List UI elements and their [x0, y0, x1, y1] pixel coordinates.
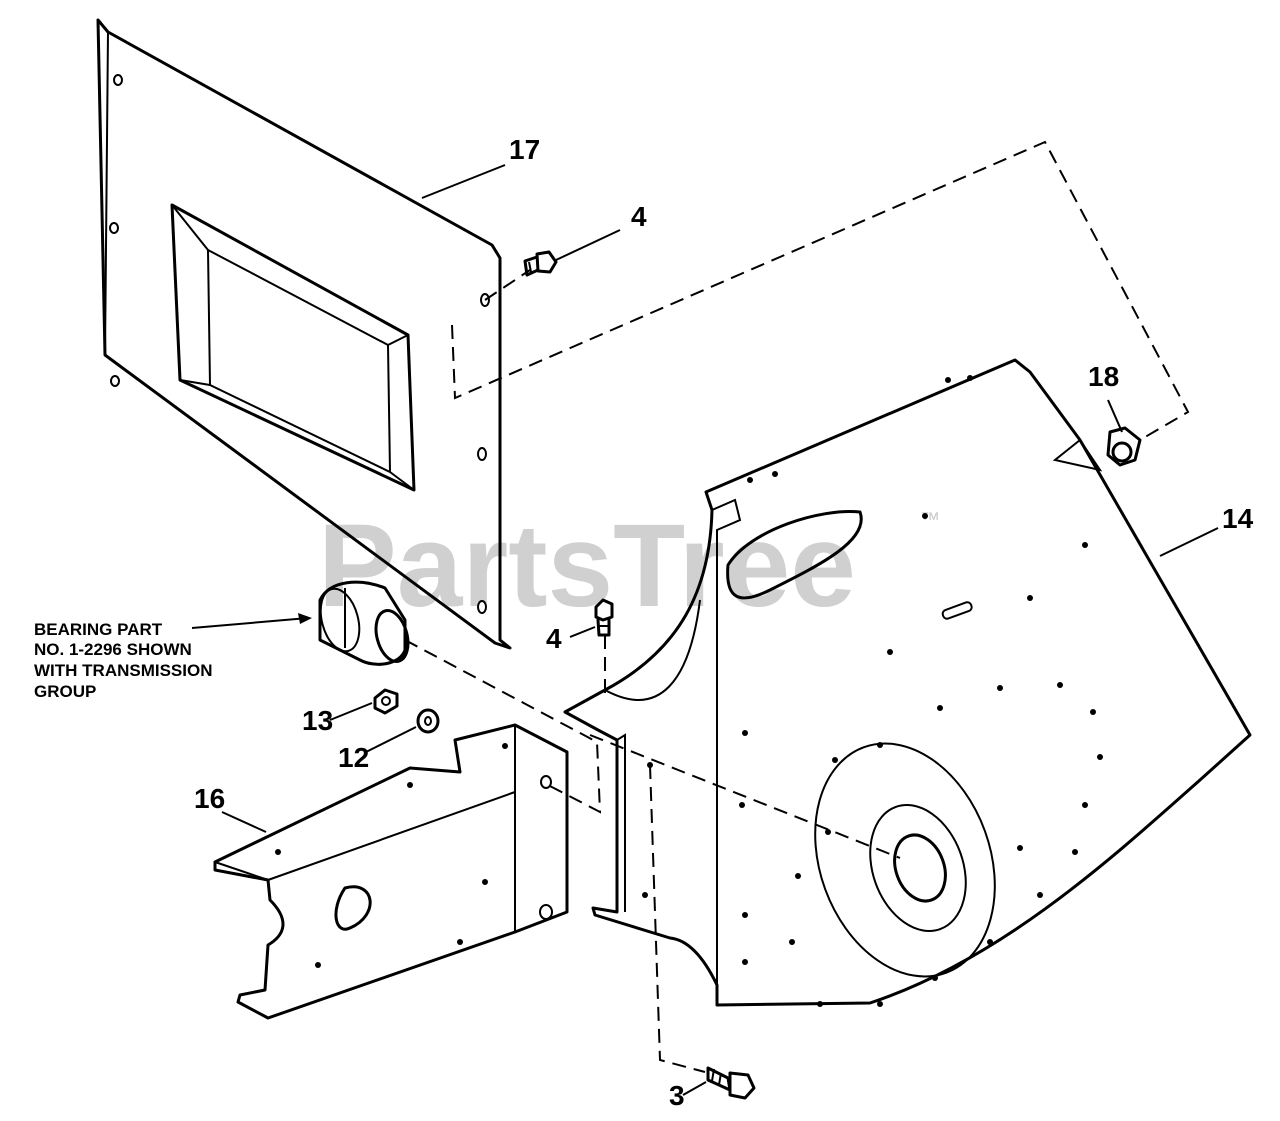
bearing-note: BEARING PART NO. 1-2296 SHOWN WITH TRANS…	[34, 620, 213, 701]
bearing-note-line-3: WITH TRANSMISSION	[34, 661, 213, 680]
bearing	[318, 580, 410, 666]
callout-12: 12	[338, 742, 369, 773]
callout-4-top: 4	[631, 201, 647, 232]
callout-4-mid: 4	[546, 623, 562, 654]
side-plate-part-14	[563, 358, 1252, 1007]
bearing-note-line-2: NO. 1-2296 SHOWN	[34, 640, 192, 659]
leader-lines	[191, 164, 1219, 1096]
clip-nut-part-18	[1106, 426, 1142, 467]
callout-18: 18	[1088, 361, 1119, 392]
nut-part-13	[373, 688, 399, 715]
panel-part-17	[96, 18, 512, 650]
callout-3: 3	[669, 1080, 685, 1111]
bolt-part-4-top	[523, 250, 558, 277]
callout-13: 13	[302, 705, 333, 736]
watermark-text: PartsTree	[318, 500, 856, 632]
bracket-part-16	[213, 723, 569, 1020]
callout-14: 14	[1222, 503, 1254, 534]
callout-16: 16	[194, 783, 225, 814]
washer-part-12	[416, 708, 440, 734]
assembly-lines	[404, 140, 1190, 1073]
bolt-part-3	[706, 1066, 756, 1100]
bearing-note-line-4: GROUP	[34, 682, 96, 701]
bearing-note-line-1: BEARING PART	[34, 620, 163, 639]
callout-17: 17	[509, 134, 540, 165]
watermark-trademark: ™	[920, 509, 940, 531]
